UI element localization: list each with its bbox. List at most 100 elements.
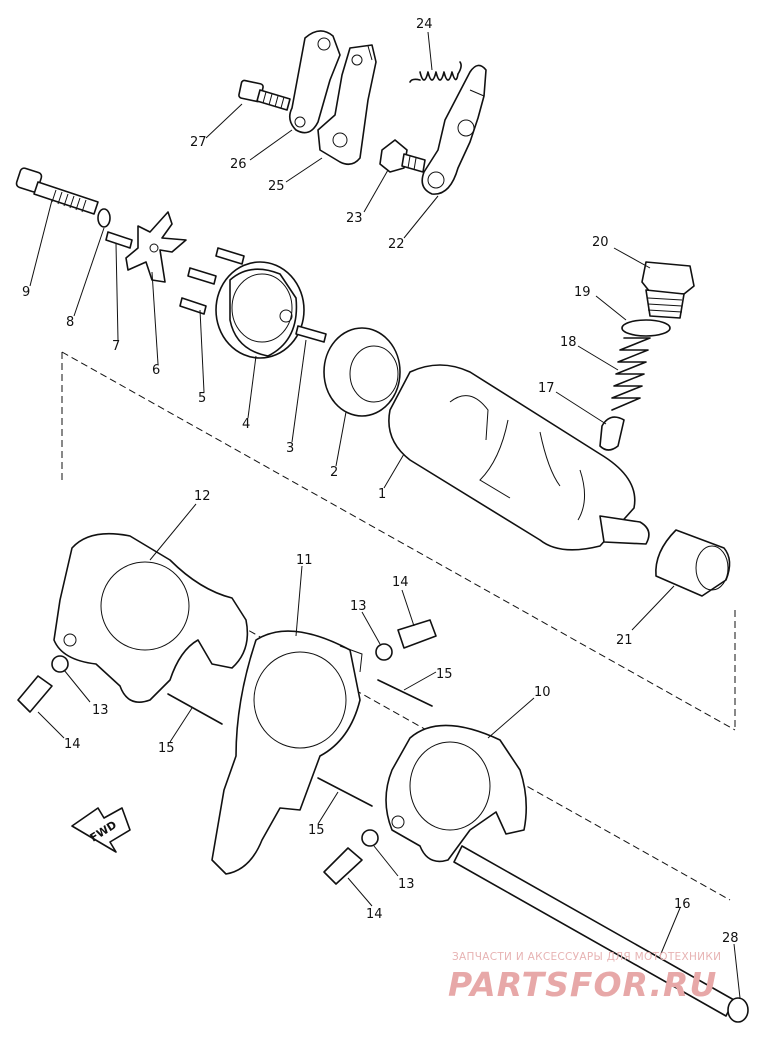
leader-line (63, 669, 91, 703)
leader-line (403, 671, 437, 691)
part-number-label: 9 (22, 285, 30, 300)
leader-line (555, 391, 607, 425)
part-number-label: 15 (158, 741, 175, 756)
leader-line (249, 129, 293, 161)
part-7-pin (105, 231, 133, 249)
part-8-washer (97, 208, 111, 228)
part-number-label: 21 (616, 633, 633, 648)
part-number-label: 22 (388, 237, 405, 252)
watermark-tagline: ЗАПЧАСТИ И АКСЕССУАРЫ ДЛЯ МОТОТЕХНИКИ (452, 951, 721, 963)
part-13-roller (51, 655, 69, 673)
part-number-label: 26 (230, 157, 247, 172)
part-26-plate (288, 30, 341, 134)
part-1-shift-drum (388, 364, 650, 551)
leader-line (347, 877, 373, 907)
part-number-label: 20 (592, 235, 609, 250)
part-number-label: 7 (112, 339, 120, 354)
part-20-plug (641, 261, 695, 319)
leader-line (613, 247, 651, 269)
part-19-washer (621, 319, 671, 337)
leader-line (151, 271, 159, 365)
part-number-label: 13 (92, 703, 109, 718)
part-21-bearing (655, 529, 731, 597)
leader-line (115, 243, 119, 341)
part-14-pin (397, 619, 437, 649)
part-number-labels: 9 8 7 6 5 4 3 2 1 27 26 25 24 23 22 20 1… (22, 17, 739, 946)
part-number-label: 14 (64, 737, 81, 752)
leader-line (595, 295, 627, 321)
part-number-label: 6 (152, 363, 160, 378)
leader-line (403, 195, 439, 239)
leader-line (733, 943, 741, 999)
leader-line (247, 355, 257, 419)
part-number-label: 25 (268, 179, 285, 194)
leader-line (37, 711, 65, 739)
part-number-label: 10 (534, 685, 551, 700)
part-number-label: 15 (436, 667, 453, 682)
part-9-bolt (15, 167, 99, 215)
fwd-arrow-icon: FWD (71, 807, 131, 853)
part-15-cotter-pin (317, 777, 373, 807)
part-number-label: 23 (346, 211, 363, 226)
part-22-shift-arm (421, 64, 487, 195)
part-number-label: 5 (198, 391, 206, 406)
part-number-label: 15 (308, 823, 325, 838)
part-28-circlip (727, 997, 749, 1023)
part-number-label: 28 (722, 931, 739, 946)
part-23-bolt (379, 139, 426, 173)
part-2-bearing (323, 327, 401, 417)
part-number-label: 2 (330, 465, 338, 480)
part-10-shift-fork (385, 724, 528, 863)
leader-line (401, 589, 415, 627)
leader-line (29, 199, 53, 287)
leader-line (361, 611, 381, 645)
part-17-plunger (599, 416, 625, 451)
part-11-shift-fork (211, 630, 363, 875)
part-number-label: 18 (560, 335, 577, 350)
leader-line (577, 345, 619, 371)
leader-line (285, 157, 323, 183)
leader-line (199, 309, 205, 393)
part-number-label: 1 (378, 487, 386, 502)
part-number-label: 4 (242, 417, 250, 432)
leader-line (363, 169, 389, 213)
part-number-label: 16 (674, 897, 691, 912)
part-13-roller (375, 643, 393, 661)
leader-line (373, 845, 399, 877)
leader-line (317, 791, 339, 825)
leader-line (335, 411, 347, 467)
part-number-label: 14 (366, 907, 383, 922)
part-18-spring (611, 337, 651, 411)
leader-line (427, 31, 433, 71)
watermark-logo: PARTSFOR.RU (448, 965, 717, 1004)
part-number-label: 3 (286, 441, 294, 456)
part-4-drum-end (215, 261, 305, 359)
part-number-label: 13 (350, 599, 367, 614)
part-15-cotter-pin (167, 693, 223, 725)
leader-line (73, 227, 105, 317)
part-number-label: 17 (538, 381, 555, 396)
part-6-stopper-plate (125, 211, 187, 283)
part-15-cotter-pin (377, 679, 433, 707)
leader-line (659, 907, 681, 957)
leader-line (631, 585, 675, 631)
leader-line (149, 503, 197, 561)
leader-line (291, 339, 307, 443)
leader-line (295, 565, 303, 637)
part-number-label: 8 (66, 315, 74, 330)
leader-line (383, 453, 405, 489)
leader-line (169, 707, 193, 743)
part-27-bolt (238, 79, 291, 111)
part-25-bracket (317, 44, 377, 166)
part-number-label: 27 (190, 135, 207, 150)
part-14-pin (17, 675, 53, 713)
part-number-label: 11 (296, 553, 313, 568)
leader-line (205, 103, 243, 139)
part-number-label: 13 (398, 877, 415, 892)
part-3-pin (295, 325, 327, 343)
part-number-label: 14 (392, 575, 409, 590)
part-number-label: 12 (194, 489, 211, 504)
part-14-pin (323, 847, 363, 885)
